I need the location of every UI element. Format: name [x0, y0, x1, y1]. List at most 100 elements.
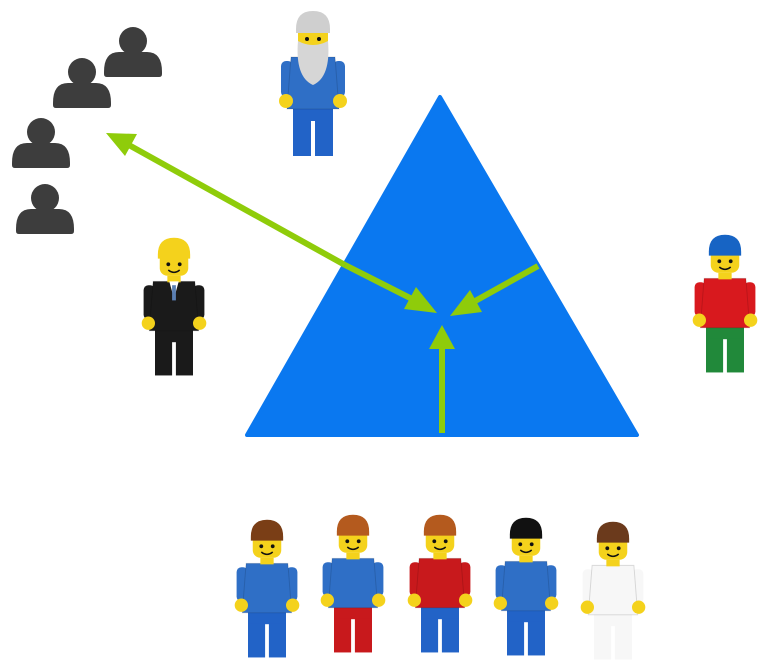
minifig-eye: [317, 37, 321, 41]
minifig-hand: [286, 598, 300, 612]
arrow-right-in-head: [450, 290, 482, 316]
minifig-hand: [545, 596, 559, 610]
minifig-eye: [177, 262, 182, 267]
person-icon: [104, 27, 162, 77]
minifig-leg: [441, 618, 459, 653]
minifig-eye: [356, 539, 361, 544]
minifig-leg: [527, 621, 545, 656]
minifig-eye: [717, 259, 722, 264]
minifig-eye: [259, 544, 264, 549]
minifigure-postal-worker: [692, 234, 758, 373]
arrow-right-in-shaft: [466, 263, 540, 308]
minifig-hand: [459, 593, 473, 607]
minifig-leg: [614, 625, 632, 660]
minifig-neck: [519, 555, 533, 563]
minifig-torso: [327, 557, 379, 609]
minifig-hand: [407, 593, 421, 607]
minifig-hand: [279, 94, 293, 108]
minifig-torso: [699, 277, 751, 329]
minifig-hand: [692, 313, 706, 327]
minifig-hand: [580, 600, 594, 614]
minifig-leg: [268, 623, 286, 658]
minifig-hand: [320, 593, 334, 607]
minifig-leg: [706, 338, 724, 373]
minifig-hand: [372, 593, 386, 607]
minifig-hips: [421, 605, 459, 620]
minifig-eye: [529, 542, 534, 547]
minifig-mouth: [606, 553, 620, 558]
person-icon: [53, 58, 111, 108]
minifig-eye: [518, 542, 523, 547]
minifig-neck: [260, 557, 274, 565]
people-group-icon: [12, 27, 162, 234]
minifig-torso: [148, 280, 200, 332]
minifigure-wizard: [279, 11, 347, 156]
minifig-hair: [423, 514, 457, 536]
minifig-hair: [708, 234, 742, 256]
minifig-eye: [443, 539, 448, 544]
minifig-torso: [500, 560, 552, 612]
minifig-eye: [270, 544, 275, 549]
minifigure-team-member-1: [234, 519, 300, 658]
arrow-to-group-shaft: [125, 141, 347, 268]
minifig-eye: [605, 546, 610, 551]
minifigure-team-member-3: [407, 514, 473, 653]
arrow-to-group-head: [106, 133, 137, 156]
minifig-torso: [414, 557, 466, 609]
minifig-leg: [248, 623, 266, 658]
minifig-hips: [248, 610, 286, 625]
minifig-hair: [250, 519, 284, 541]
person-icon: [16, 184, 74, 234]
minifig-beard: [297, 41, 329, 85]
minifig-hand: [744, 313, 758, 327]
minifig-hand: [193, 316, 207, 330]
minifig-hair: [336, 514, 370, 536]
minifig-eye: [728, 259, 733, 264]
minifig-mouth: [433, 546, 447, 551]
minifig-eye: [616, 546, 621, 551]
minifig-torso: [241, 562, 293, 614]
minifig-hair: [596, 521, 630, 543]
minifig-hand: [333, 94, 347, 108]
minifig-hips: [507, 608, 545, 623]
minifig-neck: [718, 272, 732, 280]
minifig-hips: [334, 605, 372, 620]
minifig-eye: [305, 37, 309, 41]
minifig-leg: [726, 338, 744, 373]
minifig-hair: [296, 11, 330, 33]
minifig-eye: [345, 539, 350, 544]
minifig-tie: [172, 285, 176, 301]
arrow-left-in-head: [404, 287, 437, 313]
minifig-leg: [315, 120, 333, 156]
minifig-eye: [166, 262, 171, 267]
minifig-neck: [433, 552, 447, 560]
minifig-neck: [167, 275, 181, 283]
minifig-mouth: [260, 551, 274, 556]
minifigure-team-member-5: [580, 521, 646, 660]
minifig-leg: [293, 120, 311, 156]
minifig-torso: [587, 564, 639, 616]
minifig-hand: [493, 596, 507, 610]
minifig-leg: [354, 618, 372, 653]
minifig-hips: [706, 325, 744, 340]
minifig-hips: [594, 612, 632, 627]
arrow-left-in-shaft: [343, 262, 422, 306]
minifigure-team-member-4: [493, 517, 559, 656]
minifig-leg: [334, 618, 352, 653]
minifig-hand: [234, 598, 248, 612]
minifig-leg: [421, 618, 439, 653]
arrows: [106, 133, 540, 433]
person-icon: [12, 118, 70, 168]
minifig-neck: [346, 552, 360, 560]
arrow-bottom-in-head: [429, 325, 455, 349]
minifig-mouth: [346, 546, 360, 551]
minifig-neck: [606, 559, 620, 567]
minifig-eye: [432, 539, 437, 544]
minifig-mouth: [167, 269, 181, 274]
minifig-leg: [175, 341, 193, 376]
minifigures: [141, 11, 758, 660]
minifig-mouth: [519, 549, 533, 554]
minifig-hips: [293, 107, 333, 121]
minifig-leg: [507, 621, 525, 656]
